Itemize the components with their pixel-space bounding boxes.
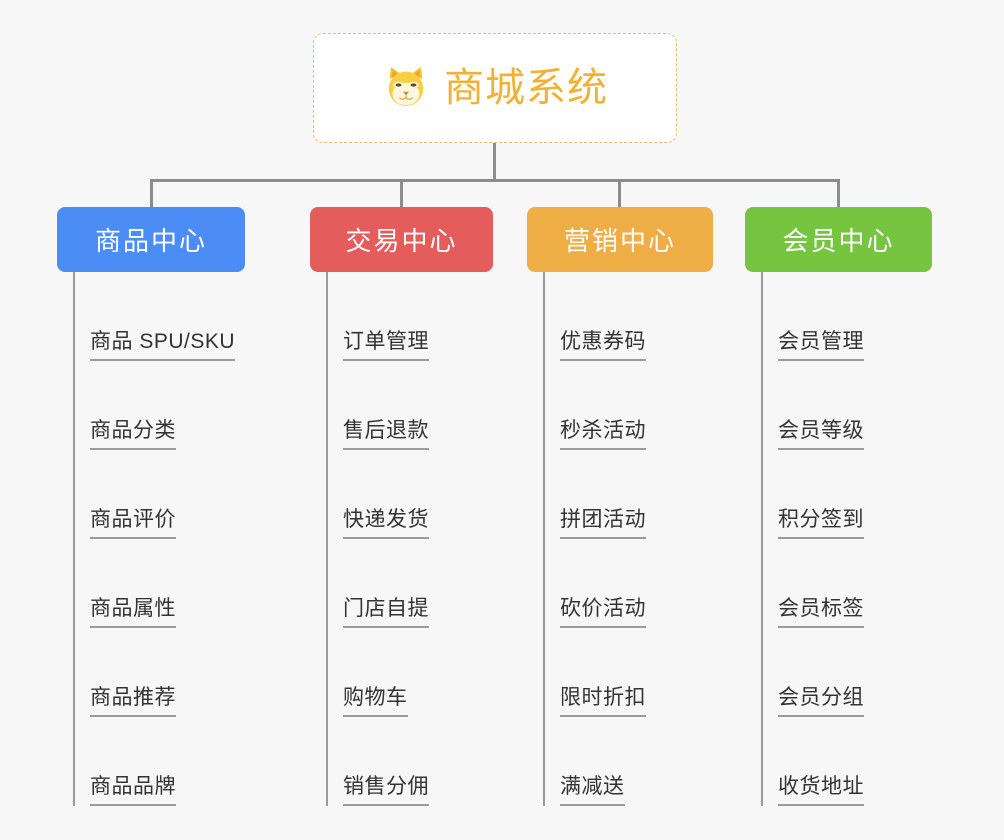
connector-horizontal-bus (150, 179, 840, 182)
leaf-label: 商品评价 (90, 508, 176, 539)
connector-drop-marketing-center (618, 179, 621, 209)
leaf-list-product-center: 商品 SPU/SKU 商品分类 商品评价 商品属性 商品推荐 商品品牌 (57, 272, 245, 806)
leaf-item-express-shipping[interactable]: 快递发货 (310, 450, 493, 539)
leaf-list-member-center: 会员管理 会员等级 积分签到 会员标签 会员分组 收货地址 (745, 272, 932, 806)
leaf-item-product-review[interactable]: 商品评价 (57, 450, 245, 539)
leaf-spine (543, 272, 545, 806)
leaf-spine (326, 272, 328, 806)
leaf-item-shopping-cart[interactable]: 购物车 (310, 628, 493, 717)
leaf-label: 销售分佣 (343, 775, 429, 806)
leaf-item-store-pickup[interactable]: 门店自提 (310, 539, 493, 628)
leaf-item-product-brand[interactable]: 商品品牌 (57, 717, 245, 806)
leaf-label: 满减送 (560, 775, 625, 806)
leaf-item-product-recommend[interactable]: 商品推荐 (57, 628, 245, 717)
leaf-item-after-sales-refund[interactable]: 售后退款 (310, 361, 493, 450)
category-header-trade-center[interactable]: 交易中心 (310, 207, 493, 272)
column-trade-center: 交易中心 订单管理 售后退款 快递发货 门店自提 购物车 销售分佣 (310, 207, 493, 806)
leaf-label: 秒杀活动 (560, 419, 646, 450)
leaf-label: 收货地址 (778, 775, 864, 806)
leaf-label: 订单管理 (343, 330, 429, 361)
leaf-item-points-checkin[interactable]: 积分签到 (745, 450, 932, 539)
leaf-label: 商品分类 (90, 419, 176, 450)
leaf-label: 限时折扣 (560, 686, 646, 717)
category-label: 会员中心 (782, 226, 895, 256)
leaf-spine (73, 272, 75, 806)
leaf-item-member-management[interactable]: 会员管理 (745, 272, 932, 361)
leaf-label: 商品品牌 (90, 775, 176, 806)
leaf-item-sales-commission[interactable]: 销售分佣 (310, 717, 493, 806)
shiba-dog-icon (388, 67, 424, 106)
leaf-item-full-reduction-gift[interactable]: 满减送 (527, 717, 713, 806)
leaf-label: 优惠券码 (560, 330, 646, 361)
column-product-center: 商品中心 商品 SPU/SKU 商品分类 商品评价 商品属性 商品推荐 商品品牌 (57, 207, 245, 806)
leaf-label: 售后退款 (343, 419, 429, 450)
leaf-label: 积分签到 (778, 508, 864, 539)
leaf-item-member-group[interactable]: 会员分组 (745, 628, 932, 717)
connector-root-stem (493, 143, 496, 181)
leaf-item-coupon-code[interactable]: 优惠券码 (527, 272, 713, 361)
category-header-member-center[interactable]: 会员中心 (745, 207, 932, 272)
leaf-item-limited-time-discount[interactable]: 限时折扣 (527, 628, 713, 717)
leaf-label: 门店自提 (343, 597, 429, 628)
column-member-center: 会员中心 会员管理 会员等级 积分签到 会员标签 会员分组 收货地址 (745, 207, 932, 806)
leaf-label: 会员等级 (778, 419, 864, 450)
leaf-item-order-management[interactable]: 订单管理 (310, 272, 493, 361)
leaf-label: 会员标签 (778, 597, 864, 628)
leaf-label: 商品推荐 (90, 686, 176, 717)
leaf-item-product-category[interactable]: 商品分类 (57, 361, 245, 450)
leaf-spine (761, 272, 763, 806)
leaf-list-trade-center: 订单管理 售后退款 快递发货 门店自提 购物车 销售分佣 (310, 272, 493, 806)
leaf-label: 商品属性 (90, 597, 176, 628)
leaf-item-shipping-address[interactable]: 收货地址 (745, 717, 932, 806)
leaf-item-bargain-activity[interactable]: 砍价活动 (527, 539, 713, 628)
leaf-label: 快递发货 (343, 508, 429, 539)
connector-drop-trade-center (400, 179, 403, 209)
category-label: 交易中心 (345, 226, 458, 256)
leaf-item-flash-sale[interactable]: 秒杀活动 (527, 361, 713, 450)
root-node[interactable]: 商城系统 (313, 33, 677, 143)
category-header-product-center[interactable]: 商品中心 (57, 207, 245, 272)
leaf-item-member-level[interactable]: 会员等级 (745, 361, 932, 450)
leaf-label: 会员分组 (778, 686, 864, 717)
leaf-item-product-attribute[interactable]: 商品属性 (57, 539, 245, 628)
leaf-label: 砍价活动 (560, 597, 646, 628)
leaf-list-marketing-center: 优惠券码 秒杀活动 拼团活动 砍价活动 限时折扣 满减送 (527, 272, 713, 806)
connector-drop-member-center (837, 179, 840, 209)
leaf-label: 商品 SPU/SKU (90, 330, 236, 361)
connector-drop-product-center (150, 179, 153, 209)
leaf-label: 拼团活动 (560, 508, 646, 539)
column-marketing-center: 营销中心 优惠券码 秒杀活动 拼团活动 砍价活动 限时折扣 满减送 (527, 207, 713, 806)
category-header-marketing-center[interactable]: 营销中心 (527, 207, 713, 272)
leaf-label: 购物车 (343, 686, 408, 717)
leaf-label: 会员管理 (778, 330, 864, 361)
category-label: 营销中心 (563, 226, 676, 256)
leaf-item-member-tag[interactable]: 会员标签 (745, 539, 932, 628)
root-title: 商城系统 (444, 66, 608, 110)
category-label: 商品中心 (94, 226, 207, 256)
leaf-item-group-buying[interactable]: 拼团活动 (527, 450, 713, 539)
leaf-item-product-spu-sku[interactable]: 商品 SPU/SKU (57, 272, 245, 361)
